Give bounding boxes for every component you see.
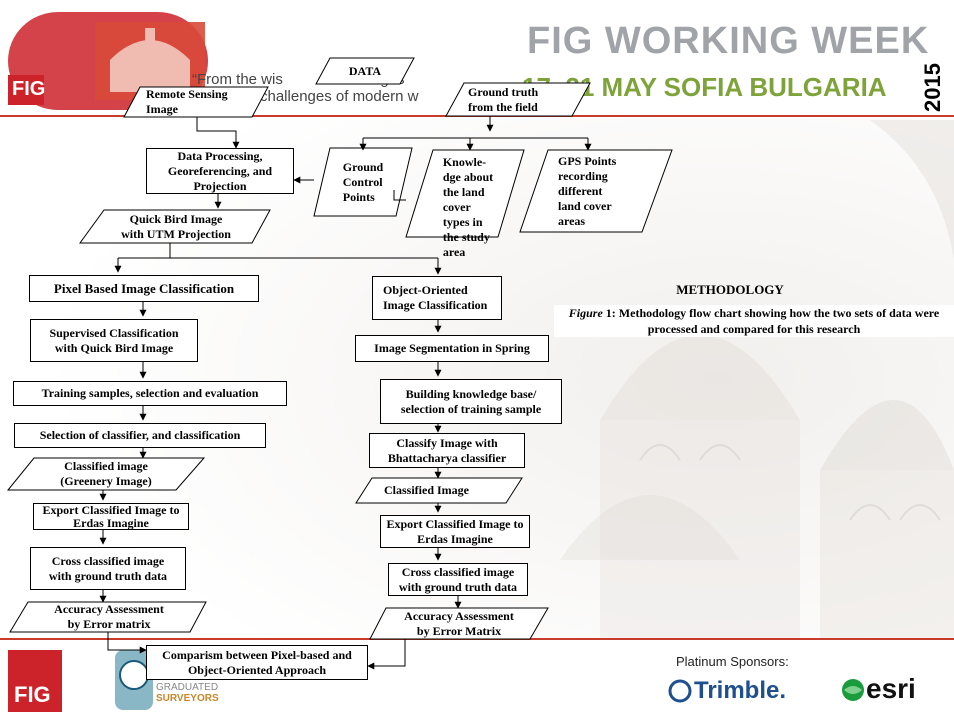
header-logo-text: FIG bbox=[12, 78, 46, 100]
para-ground-truth bbox=[445, 82, 591, 117]
data-node: DATA bbox=[348, 63, 382, 78]
header-quote-part1: “From the wis bbox=[192, 71, 283, 88]
para-remote-sensing bbox=[123, 86, 269, 118]
para-knowledge bbox=[405, 149, 525, 238]
event-title: FIG WORKING WEEK bbox=[527, 20, 930, 62]
para-accuracy-right bbox=[369, 607, 549, 640]
classified-greenery-node: Classified image (Greenery Image) bbox=[60, 459, 152, 488]
knowledge-node: Knowle- dge about the land cover types i… bbox=[442, 155, 494, 259]
para-classified-greenery bbox=[6, 457, 206, 491]
pixel-based-node: Pixel Based Image Classification bbox=[29, 275, 259, 302]
methodology-heading: METHODOLOGY bbox=[676, 282, 784, 297]
figure-label: Figure bbox=[568, 306, 603, 320]
data-processing-node: Data Processing, Georeferencing, and Pro… bbox=[146, 148, 294, 194]
gps-points-node: GPS Points recording different land cove… bbox=[558, 154, 617, 228]
segmentation-node: Image Segmentation in Spring bbox=[355, 335, 549, 362]
figure-caption-text: 1: Methodology flow chart showing how th… bbox=[602, 306, 940, 336]
para-ground-control bbox=[313, 147, 413, 217]
comparison-node: Comparism between Pixel-based and Object… bbox=[146, 645, 368, 680]
para-classified-image bbox=[355, 477, 523, 504]
object-oriented-node: Object-Oriented Image Classification bbox=[372, 276, 502, 320]
knowledge-base-node: Building knowledge base/ selection of tr… bbox=[380, 379, 562, 424]
footer-org-line1: GRADUATED bbox=[156, 682, 219, 693]
ground-control-node: Ground Control Points bbox=[342, 159, 384, 204]
header-quote-line2: challenges of modern w bbox=[260, 88, 419, 105]
footer-logo-bg bbox=[8, 650, 62, 712]
cross-left-node: Cross classified image with ground truth… bbox=[30, 547, 186, 590]
trimble-logo: Trimble. bbox=[694, 677, 787, 704]
para-accuracy-left bbox=[9, 601, 207, 633]
quickbird-node: Quick Bird Image with UTM Projection bbox=[121, 211, 231, 241]
bhattacharya-node: Classify Image with Bhattacharya classif… bbox=[369, 433, 525, 468]
classified-image-node: Classified Image bbox=[384, 483, 469, 497]
accuracy-left-node: Accuracy Assessment by Error matrix bbox=[54, 602, 164, 631]
para-data bbox=[315, 57, 415, 85]
supervised-node: Supervised Classification with Quick Bir… bbox=[30, 319, 198, 362]
training-node: Training samples, selection and evaluati… bbox=[13, 381, 287, 406]
export-right-node: Export Classified Image to Erdas Imagine bbox=[380, 515, 530, 548]
remote-sensing-node: Remote Sensing Image bbox=[146, 87, 228, 116]
cross-right-node: Cross classified image with ground truth… bbox=[388, 563, 528, 596]
footer-org-line2: SURVEYORS bbox=[156, 693, 219, 704]
esri-logo: esri bbox=[866, 673, 916, 704]
para-gps bbox=[519, 149, 673, 233]
ground-truth-node: Ground truth from the field bbox=[468, 84, 539, 114]
accuracy-right-node: Accuracy Assessment by Error Matrix bbox=[404, 608, 514, 638]
selection-classifier-node: Selection of classifier, and classificat… bbox=[14, 423, 266, 448]
para-quickbird bbox=[79, 209, 271, 244]
export-left-node: Export Classified Image to Erdas Imagine bbox=[33, 503, 189, 530]
sponsors-label: Platinum Sponsors: bbox=[676, 654, 789, 669]
footer-logo-text: FIG bbox=[14, 682, 51, 707]
figure-caption: Figure 1: Methodology flow chart showing… bbox=[554, 305, 954, 337]
